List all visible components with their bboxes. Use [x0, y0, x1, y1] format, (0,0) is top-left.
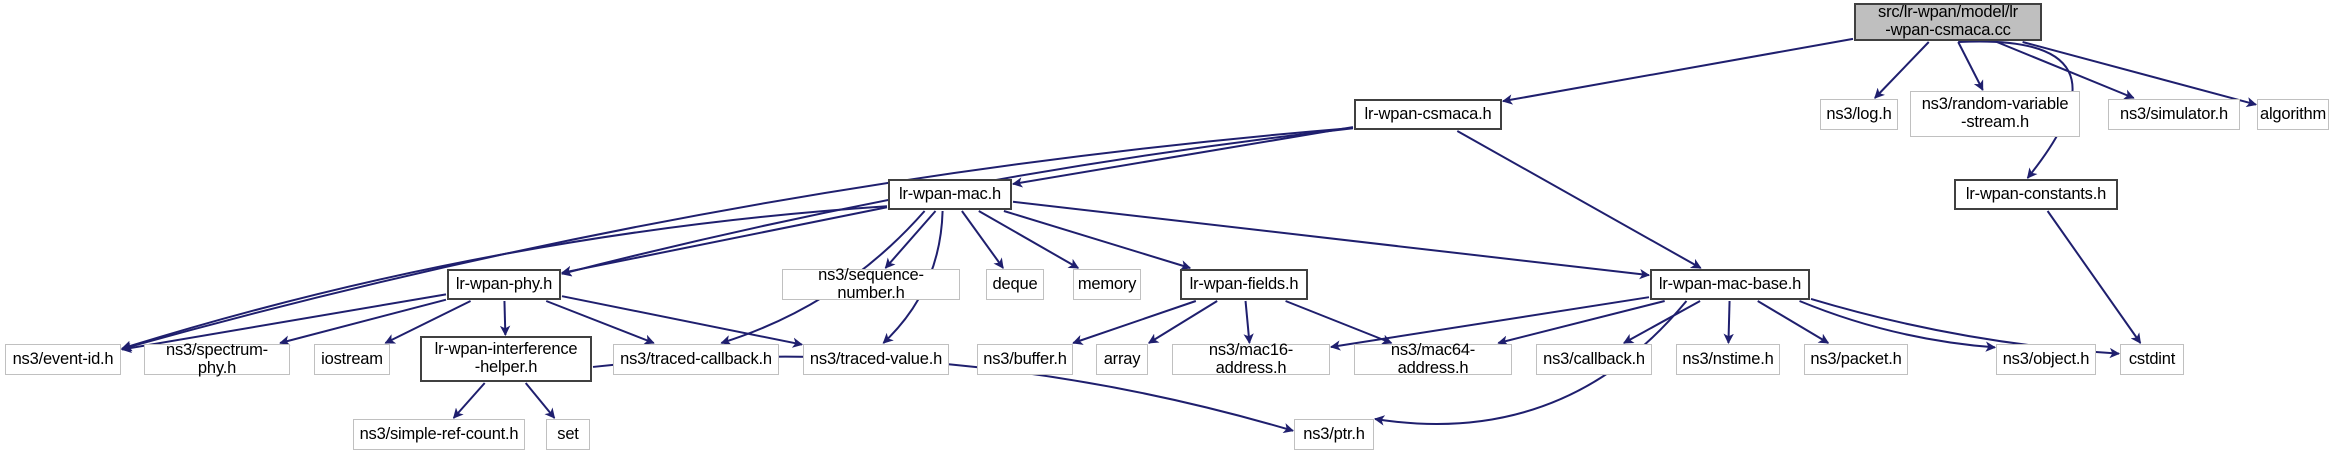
graph-edge-phy_h-to-tracedval_h — [561, 295, 804, 348]
graph-edge-macbase_h-to-object_h — [1799, 300, 1997, 352]
graph-edge-root-to-randvar_h — [1957, 41, 1984, 91]
graph-node-iostream[interactable]: iostream — [314, 344, 390, 375]
graph-edge-fields_h-to-array — [1147, 300, 1218, 344]
graph-edge-root-to-csmaca_h — [1501, 37, 1854, 105]
graph-node-memory[interactable]: memory — [1073, 269, 1141, 300]
graph-node-tracedcb_h[interactable]: ns3/traced-callback.h — [613, 344, 779, 375]
graph-node-cstdint[interactable]: cstdint — [2120, 344, 2184, 375]
graph-edge-macbase_h-to-mac16_h — [1329, 296, 1650, 351]
graph-node-seqnum_h[interactable]: ns3/sequence-number.h — [782, 266, 960, 301]
graph-edge-macbase_h-to-packet_h — [1757, 300, 1830, 344]
graph-edge-phy_h-to-interference_h — [499, 300, 511, 337]
graph-edge-mac_h-to-phy_h — [560, 206, 888, 277]
graph-node-csmaca_h[interactable]: lr-wpan-csmaca.h — [1354, 99, 1502, 130]
graph-edge-mac_h-to-deque — [961, 210, 1004, 269]
graph-edge-mac_h-to-seqnum_h — [884, 210, 937, 269]
graph-edge-fields_h-to-mac16_h — [1243, 300, 1254, 345]
graph-node-log_h[interactable]: ns3/log.h — [1820, 99, 1898, 130]
graph-node-mac64_h[interactable]: ns3/mac64-address.h — [1354, 341, 1512, 376]
graph-node-buffer_h[interactable]: ns3/buffer.h — [977, 344, 1073, 375]
graph-edge-csmaca_h-to-mac_h — [1011, 126, 1354, 188]
graph-edge-interference_h-to-simplerefcount_h — [452, 382, 486, 419]
graph-node-tracedval_h[interactable]: ns3/traced-value.h — [803, 344, 949, 375]
graph-node-mac_h[interactable]: lr-wpan-mac.h — [888, 179, 1012, 210]
graph-node-mac16_h[interactable]: ns3/mac16-address.h — [1172, 341, 1330, 376]
graph-edge-mac_h-to-memory — [978, 210, 1080, 269]
graph-node-algorithm[interactable]: algorithm — [2257, 99, 2329, 130]
graph-node-deque[interactable]: deque — [986, 269, 1044, 300]
graph-node-object_h[interactable]: ns3/object.h — [1996, 344, 2096, 375]
graph-edge-mac_h-to-fields_h — [1003, 210, 1192, 271]
graph-edge-csmaca_h-to-eventid_h — [120, 126, 1354, 352]
graph-node-macbase_h[interactable]: lr-wpan-mac-base.h — [1650, 269, 1810, 300]
graph-node-phy_h[interactable]: lr-wpan-phy.h — [447, 269, 561, 300]
graph-edge-macbase_h-to-callback_h — [1623, 300, 1701, 344]
graph-edge-mac_h-to-macbase_h — [1012, 200, 1651, 280]
graph-node-simulator_h[interactable]: ns3/simulator.h — [2108, 99, 2240, 130]
graph-node-nstime_h[interactable]: ns3/nstime.h — [1676, 344, 1780, 375]
graph-edge-csmaca_h-to-macbase_h — [1456, 130, 1702, 269]
graph-node-randvar_h[interactable]: ns3/random-variable -stream.h — [1910, 91, 2080, 137]
graph-node-callback_h[interactable]: ns3/callback.h — [1536, 344, 1652, 375]
graph-node-simplerefcount_h[interactable]: ns3/simple-ref-count.h — [353, 419, 525, 450]
graph-node-set[interactable]: set — [546, 419, 590, 450]
graph-node-spectrumphy_h[interactable]: ns3/spectrum-phy.h — [144, 341, 290, 376]
graph-node-array[interactable]: array — [1096, 344, 1148, 375]
graph-node-eventid_h[interactable]: ns3/event-id.h — [5, 344, 121, 375]
graph-edge-macbase_h-to-nstime_h — [1723, 300, 1734, 345]
graph-edge-root-to-simulator_h — [1996, 41, 2135, 100]
graph-node-packet_h[interactable]: ns3/packet.h — [1804, 344, 1908, 375]
graph-node-root: src/lr-wpan/model/lr -wpan-csmaca.cc — [1854, 3, 2042, 41]
graph-edge-root-to-log_h — [1874, 41, 1930, 99]
graph-edge-macbase_h-to-mac64_h — [1497, 300, 1665, 346]
graph-edge-interference_h-to-set — [524, 382, 556, 419]
graph-node-interference_h[interactable]: lr-wpan-interference -helper.h — [420, 336, 592, 382]
graph-node-ptr_h[interactable]: ns3/ptr.h — [1294, 419, 1374, 450]
graph-node-fields_h[interactable]: lr-wpan-fields.h — [1180, 269, 1308, 300]
graph-edge-fields_h-to-buffer_h — [1072, 300, 1197, 345]
graph-edge-fields_h-to-mac64_h — [1285, 300, 1393, 345]
graph-edge-constants_h-to-cstdint — [2046, 210, 2142, 344]
graph-node-constants_h[interactable]: lr-wpan-constants.h — [1954, 179, 2118, 210]
